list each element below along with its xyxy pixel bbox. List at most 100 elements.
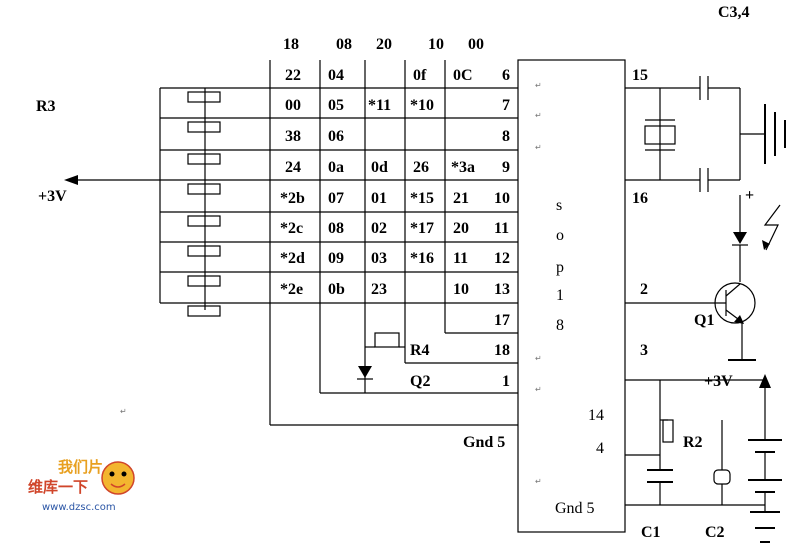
label-pin3: 3 [640,342,648,359]
matrix-cell: 20 [453,220,469,237]
header-code: 00 [468,36,484,53]
chip-label: s o p 1 8 [556,197,564,334]
label-q2: Q2 [410,373,430,390]
label-pin15: 15 [632,67,648,84]
svg-text:↵: ↵ [120,407,127,416]
svg-text:↵: ↵ [535,143,542,152]
pin-number: 1 [502,373,510,390]
label-r2: R2 [683,434,703,451]
r3-resistor-ladder [64,88,221,317]
header-codes: 18 08 20 10 00 [283,36,484,53]
matrix-cell: 0f [413,67,427,84]
diode-icon [358,366,372,378]
matrix-cell: 03 [371,250,387,267]
label-plus3v-right: +3V [704,373,733,390]
matrix-cell: 05 [328,97,344,114]
matrix-cell: *11 [368,97,391,114]
pin-number: 12 [494,250,510,267]
watermark-brand: 维库一下 [28,478,88,496]
matrix-cell: *3a [451,159,475,176]
pin-number: 18 [494,342,510,359]
svg-text:↵: ↵ [535,111,542,120]
component-labels: R3 +3V R4 Q2 Gnd 5 C3,4 15 16 + 2 Q1 3 +… [36,4,754,541]
label-pin2: 2 [640,281,648,298]
svg-text:↵: ↵ [535,477,542,486]
pin-number: 13 [494,281,510,298]
sop18-chip [517,59,626,533]
matrix-cells: 22 04 0f 0C 6 00 05 *11 *10 7 38 06 8 24… [280,67,510,390]
matrix-cell: 22 [285,67,301,84]
matrix-cell: 0b [328,281,345,298]
matrix-cell: 38 [285,128,301,145]
matrix-cell: 02 [371,220,387,237]
matrix-cell: 0a [328,159,344,176]
matrix-cell: 00 [285,97,301,114]
matrix-cell: *2b [280,190,305,207]
arrow-left-icon [64,175,78,185]
label-r4: R4 [410,342,430,359]
pin-number: 10 [494,190,510,207]
label-plus-sign: + [745,187,754,204]
matrix-cell: *2e [280,281,303,298]
keypad-matrix-grid [160,60,518,426]
matrix-cell: 06 [328,128,344,145]
matrix-cell: 24 [285,159,301,176]
label-gnd5-left: Gnd 5 [463,434,505,451]
power-section [625,374,782,543]
matrix-cell: 04 [328,67,344,84]
watermark-title: 我们片 [58,458,103,476]
matrix-cell: 08 [328,220,344,237]
watermark-url: www.dzsc.com [42,502,116,513]
svg-text:↵: ↵ [535,354,542,363]
chip-letter: 8 [556,317,564,334]
matrix-cell: 21 [453,190,469,207]
header-code: 08 [336,36,352,53]
matrix-cell: 26 [413,159,429,176]
matrix-cell: *17 [410,220,434,237]
pin-number: 11 [494,220,509,237]
q1-led-section [625,195,781,361]
label-r3: R3 [36,98,56,115]
chip-letter: p [556,259,564,276]
matrix-cell: 07 [328,190,344,207]
crystal-c34 [625,76,786,192]
label-pin14: 14 [588,407,604,424]
label-pin4: 4 [596,440,604,457]
matrix-cell: *2d [280,250,305,267]
chip-letter: s [556,197,562,214]
matrix-cell: 09 [328,250,344,267]
matrix-cell: *16 [410,250,434,267]
matrix-cell: *10 [410,97,434,114]
pin-number: 8 [502,128,510,145]
watermark-logo: 我们片 维库一下 www.dzsc.com [28,458,135,513]
matrix-cell: 11 [453,250,468,267]
header-code: 18 [283,36,299,53]
chip-letter: 1 [556,287,564,304]
paragraph-marks: ↵ ↵ ↵ ↵ ↵ ↵ ↵ [120,81,542,486]
chip-letter: o [556,227,564,244]
matrix-cell: 01 [371,190,387,207]
matrix-cell: 0d [371,159,388,176]
label-q1: Q1 [694,312,714,329]
header-code: 20 [376,36,392,53]
svg-text:↵: ↵ [535,385,542,394]
label-plus3v-left: +3V [38,188,67,205]
matrix-cell: *2c [280,220,303,237]
label-pin16: 16 [632,190,648,207]
matrix-cell: 0C [453,67,473,84]
svg-text:↵: ↵ [535,81,542,90]
pin-number: 9 [502,159,510,176]
label-c34: C3,4 [718,4,750,21]
arrow-up-icon [759,374,771,388]
label-gnd5-chip: Gnd 5 [555,500,595,517]
matrix-cell: *15 [410,190,434,207]
matrix-cell: 10 [453,281,469,298]
header-code: 10 [428,36,444,53]
label-c1: C1 [641,524,661,541]
pin-number: 6 [502,67,510,84]
pin-number: 7 [502,97,510,114]
r4-q2-section [357,303,406,393]
label-c2: C2 [705,524,725,541]
